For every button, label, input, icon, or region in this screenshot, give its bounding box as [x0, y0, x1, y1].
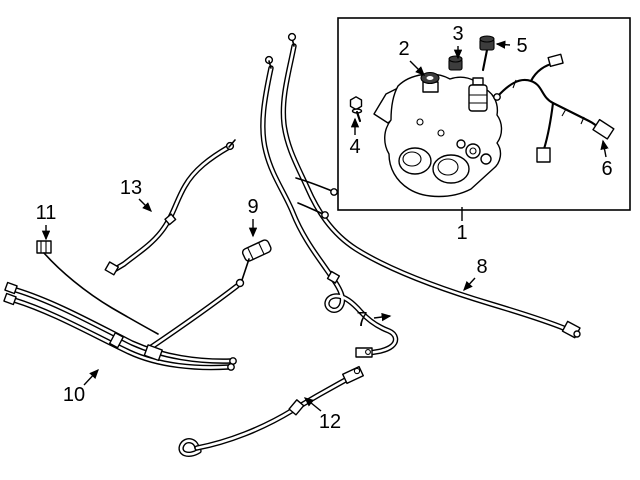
hose-8 [280, 32, 581, 339]
hose-10-branch-core [148, 284, 239, 350]
callout-8-leader [463, 277, 476, 292]
callout-3: 3 [452, 23, 464, 45]
leader-lines-layer [41, 40, 609, 412]
hose-12-bracket [342, 365, 364, 385]
harness-connector-right [592, 118, 615, 140]
wiring-harness [493, 53, 615, 163]
hose-7-top-stub [268, 60, 272, 69]
pump-port-mini [456, 139, 466, 149]
pump-port-large-inner [469, 147, 477, 155]
damper-body [241, 239, 272, 262]
hose-7-bracket-hole [365, 349, 371, 355]
pump-stud-1 [416, 118, 424, 126]
callout-8: 8 [476, 256, 488, 278]
callout-13-leader [138, 198, 152, 212]
hose-7 [260, 55, 399, 358]
callout-6: 6 [601, 158, 613, 180]
accumulator-left [398, 147, 432, 175]
cap-top [448, 55, 463, 63]
accumulator-right-ring [437, 158, 459, 176]
solenoid-tab [472, 77, 484, 86]
inset-box [337, 17, 631, 211]
callout-5: 5 [516, 35, 528, 57]
callout-2-leader [409, 60, 425, 76]
hose-7-tube-core [261, 66, 397, 355]
hose-12-curl-core [179, 439, 201, 456]
hose-7-clamp [326, 270, 341, 284]
callout-10-leader [83, 368, 99, 386]
hose-10-junction-bracket [143, 344, 163, 362]
callout-12-leader [303, 397, 322, 412]
hose-13-tube [111, 144, 232, 273]
hose-10-left-fitting-2 [3, 292, 17, 306]
harness-ring-terminal [493, 93, 501, 101]
hose-stub-to-pump-2 [297, 202, 324, 215]
hose-8-end-nut [573, 330, 581, 338]
callout-10: 10 [62, 384, 86, 406]
bolt-shaft [355, 110, 362, 123]
hose-7-bracket [355, 347, 373, 358]
hose-stub-fitting-2 [321, 211, 329, 219]
hose-10-left-fitting-1 [4, 281, 18, 295]
callout-7: 7 [356, 309, 368, 331]
hose-stub-to-pump-1 [295, 177, 333, 192]
damper-rib-1 [247, 247, 254, 260]
callout-12: 12 [318, 411, 342, 433]
callout-13: 13 [119, 177, 143, 199]
hose-10-right-end-2 [227, 363, 235, 371]
callout-11: 11 [35, 202, 57, 224]
grommet-hole [426, 76, 434, 80]
hose-12-clamp [288, 399, 305, 416]
hose-8-tube-core [282, 44, 568, 331]
hose-13-tube-core [112, 145, 231, 272]
hose-11-line [43, 252, 159, 335]
harness-tape-3 [580, 116, 585, 125]
accumulator-right [432, 154, 470, 184]
harness-branch-down [542, 101, 555, 151]
hose-10 [3, 278, 245, 371]
hose-12 [178, 365, 364, 457]
sensor-top [479, 35, 495, 43]
pump-port-large [465, 143, 481, 159]
clip-11 [36, 240, 52, 254]
callout-6-leader [600, 139, 609, 158]
pump-port-small [480, 153, 492, 165]
harness-connector-top [547, 53, 564, 68]
hose-10-branch-end [235, 278, 245, 288]
callout-5-leader [495, 40, 511, 49]
sensor-stem [481, 48, 489, 72]
harness-tape-1 [512, 79, 517, 89]
hose-10-clamp [108, 332, 124, 349]
hose-11 [36, 240, 159, 335]
pump-stud-2 [437, 129, 445, 137]
accumulator-left-ring [402, 151, 422, 167]
hose-13-end-fitting [104, 261, 120, 276]
hose-stub-fitting-1 [330, 188, 338, 196]
hose-8-top-fitting [287, 32, 297, 42]
hose-12-bracket-hole [353, 367, 361, 375]
damper-rib-2 [258, 242, 265, 255]
callout-1: 1 [456, 222, 468, 244]
part-9 [241, 239, 272, 262]
hose-13-top-stub [228, 139, 236, 148]
callout-4: 4 [349, 136, 361, 158]
hose-13 [104, 139, 236, 276]
hose-10-upper-core [14, 288, 233, 363]
pump-assembly [349, 35, 503, 198]
harness-tape-2 [561, 108, 567, 117]
hose-13-clamp [164, 213, 177, 226]
callout-9: 9 [247, 196, 259, 218]
part-9-lead [241, 258, 250, 281]
bolt [349, 96, 363, 111]
harness-connector-bottom [536, 147, 551, 163]
hose-10-lower-core [12, 298, 231, 369]
solenoid [468, 84, 488, 112]
callout-7-leader [373, 312, 392, 322]
callout-2: 2 [398, 38, 410, 60]
